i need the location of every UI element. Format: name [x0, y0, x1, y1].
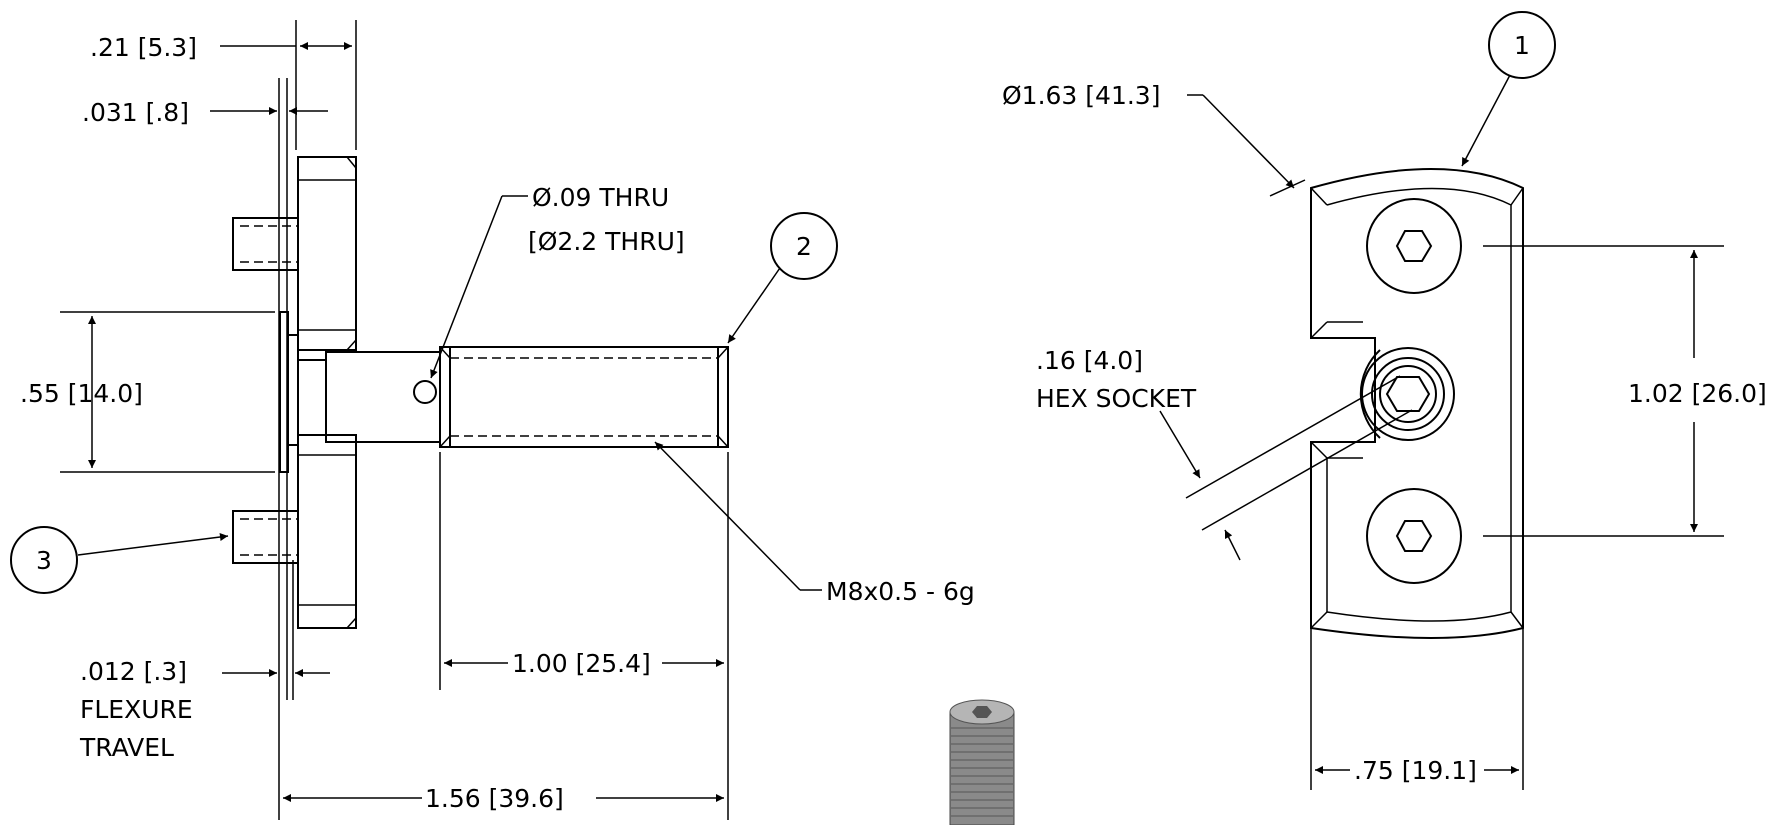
top-set-screw — [232, 217, 299, 271]
hex-socket-line2: HEX SOCKET — [1036, 384, 1197, 413]
balloon-2-label: 2 — [796, 232, 812, 261]
dim-radius-label: Ø1.63 [41.3] — [1002, 81, 1160, 110]
dim-thread-length: 1.00 [25.4] — [444, 649, 724, 678]
hex-socket-line1: .16 [4.0] — [1036, 346, 1143, 375]
flexure-plate — [278, 78, 299, 700]
dim-flexure-width: .55 [14.0] — [20, 316, 143, 468]
dim-flexure-travel-value: .012 [.3] — [80, 657, 187, 686]
bottom-cap-screw — [1366, 488, 1462, 584]
side-view: .21 [5.3] .031 [.8] .55 [14.0] .012 [.3]… — [10, 20, 975, 820]
shaft — [297, 351, 441, 443]
dim-overall-length: 1.56 [39.6] — [283, 784, 724, 813]
hex-socket-callout: .16 [4.0] HEX SOCKET — [1036, 346, 1413, 561]
hole-callout-line2: [Ø2.2 THRU] — [528, 227, 685, 256]
dim-head-thickness: .21 [5.3] — [90, 33, 352, 62]
thread-callout: M8x0.5 - 6g — [654, 441, 975, 606]
balloon-1: 1 — [1461, 11, 1556, 167]
dim-flexure-travel-line2: TRAVEL — [79, 733, 174, 762]
dim-hole-spacing: 1.02 [26.0] — [1483, 245, 1767, 537]
hole-callout-line1: Ø.09 THRU — [532, 183, 669, 212]
dim-overall-length-label: 1.56 [39.6] — [425, 784, 564, 813]
dim-width: .75 [19.1] — [1310, 610, 1524, 790]
top-cap-screw — [1366, 198, 1462, 294]
dim-radius: Ø1.63 [41.3] — [1002, 81, 1306, 197]
balloon-3: 3 — [10, 526, 229, 594]
dim-head-thickness-label: .21 [5.3] — [90, 33, 197, 62]
bottom-set-screw — [232, 510, 299, 564]
threaded-end — [439, 346, 729, 448]
balloon-3-label: 3 — [36, 546, 52, 575]
dim-width-label: .75 [19.1] — [1354, 756, 1477, 785]
thread-callout-label: M8x0.5 - 6g — [826, 577, 975, 606]
screw-iso-render — [949, 699, 1015, 825]
top-mount-block — [297, 156, 357, 351]
balloon-1-label: 1 — [1514, 31, 1530, 60]
dim-hole-spacing-label: 1.02 [26.0] — [1628, 379, 1767, 408]
bottom-mount-block — [297, 434, 357, 629]
dim-plate-offset: .031 [.8] — [82, 98, 328, 127]
dim-flexure-travel: .012 [.3] FLEXURE TRAVEL — [79, 657, 330, 762]
dim-flexure-width-label: .55 [14.0] — [20, 379, 143, 408]
dim-thread-length-label: 1.00 [25.4] — [512, 649, 651, 678]
dim-plate-offset-label: .031 [.8] — [82, 98, 189, 127]
front-view: Ø1.63 [41.3] .16 [4.0] HEX SOCKET 1.02 [… — [1002, 11, 1767, 790]
dim-flexure-travel-line1: FLEXURE — [80, 695, 193, 724]
balloon-2: 2 — [727, 212, 838, 344]
hole-callout: Ø.09 THRU [Ø2.2 THRU] — [430, 183, 685, 379]
mount-body-chamfer — [1326, 187, 1512, 622]
mount-body-outline — [1310, 168, 1524, 639]
